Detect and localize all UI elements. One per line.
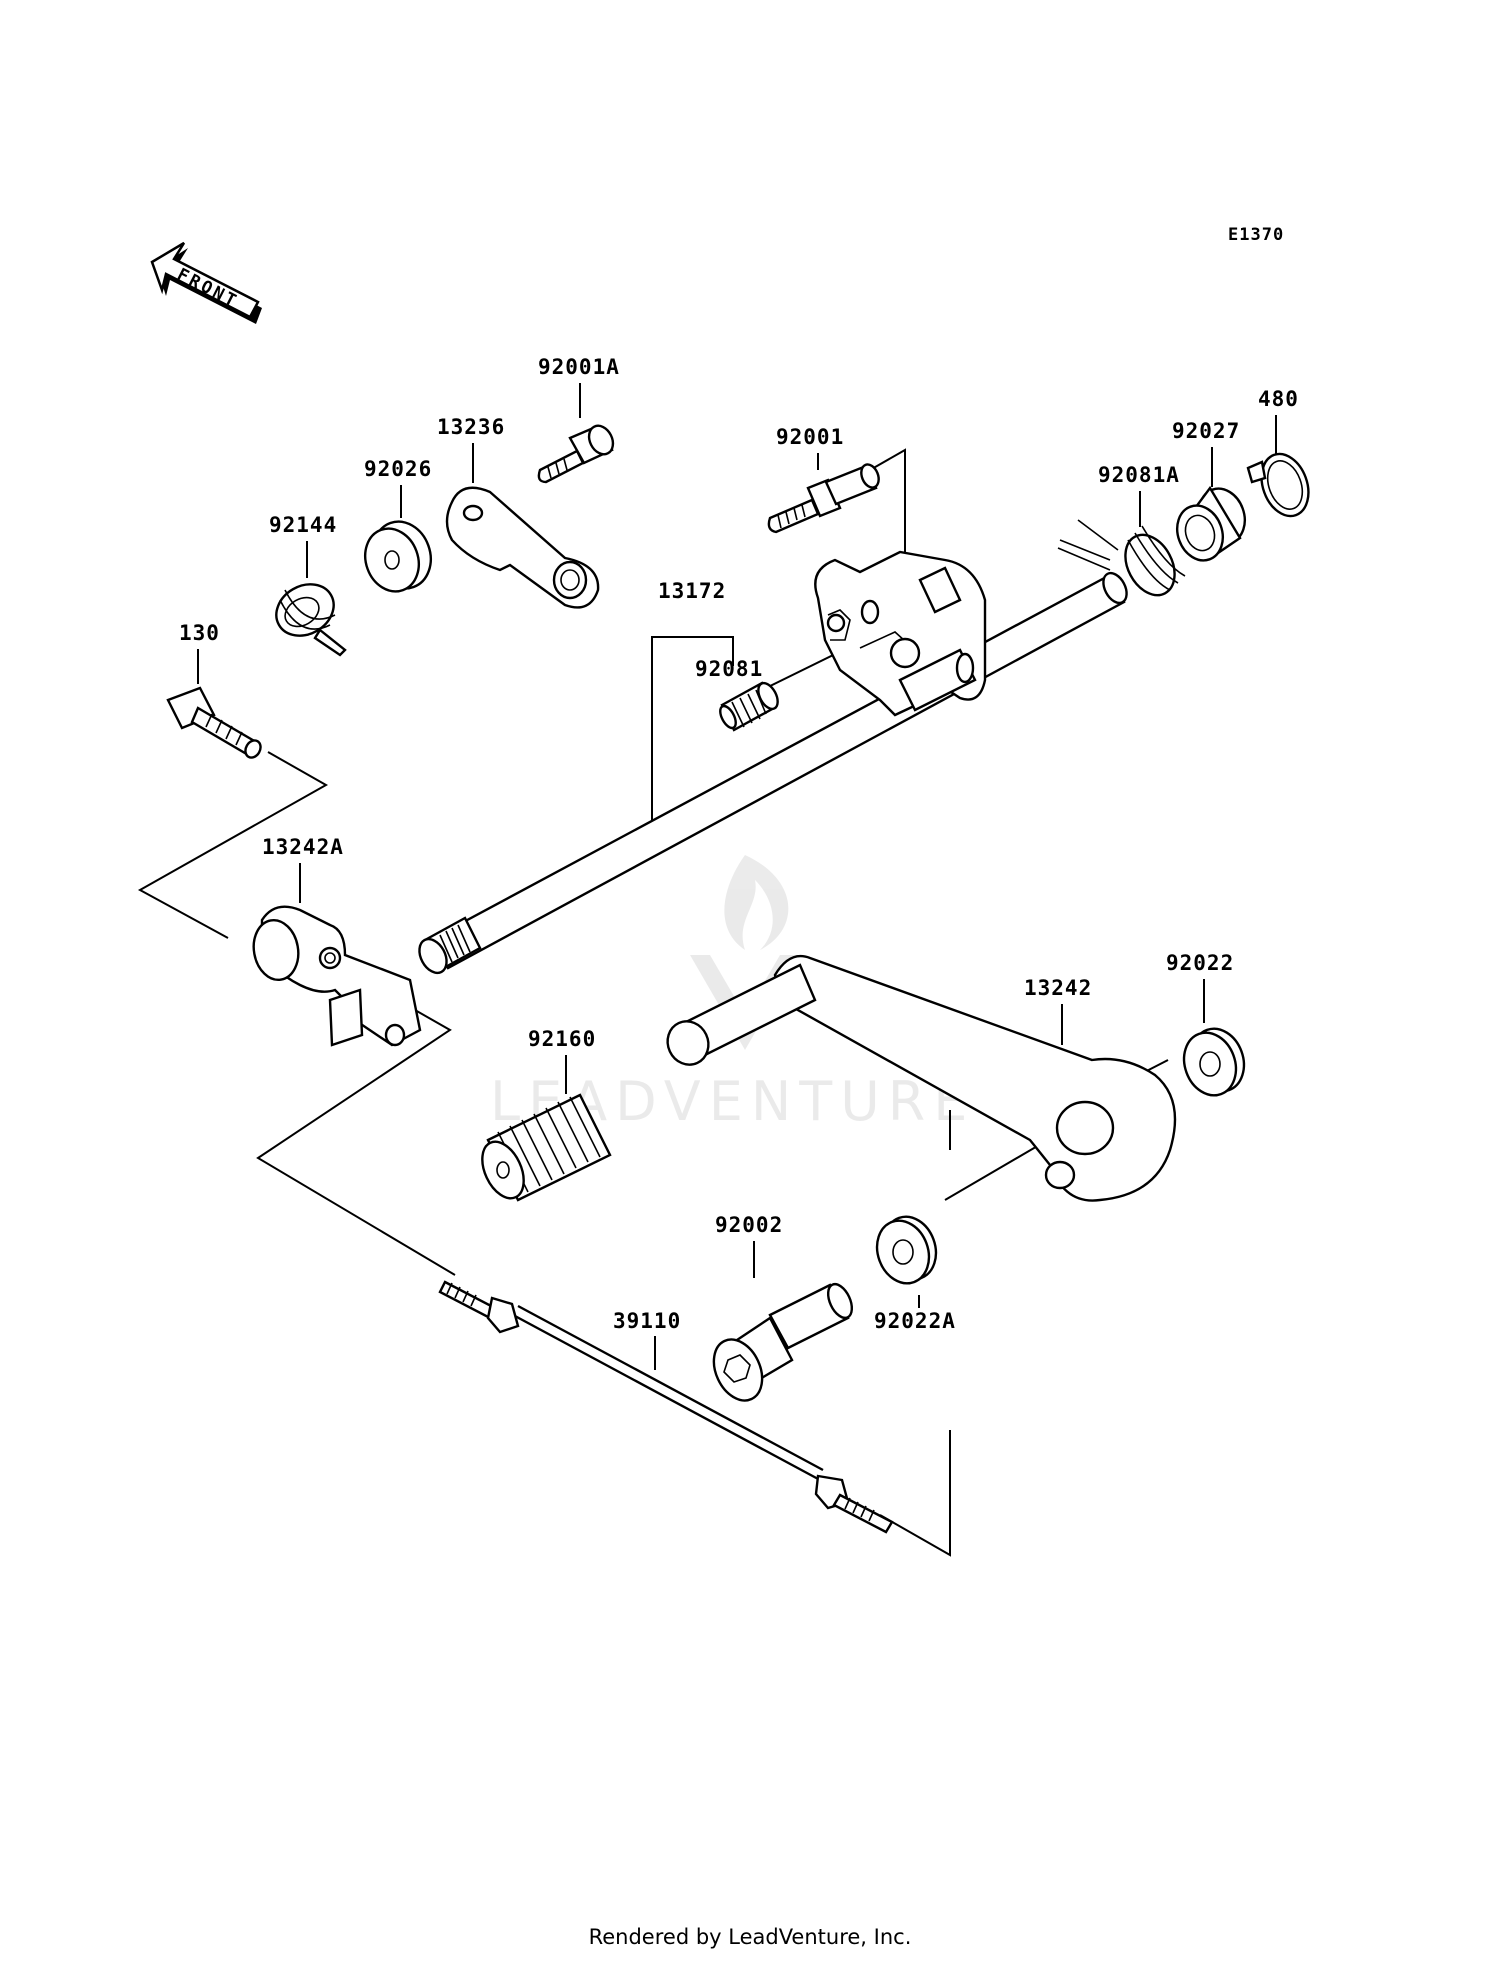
label-13242A[interactable]: 13242A [262, 835, 344, 903]
label-92026[interactable]: 92026 [364, 457, 432, 518]
svg-text:92022: 92022 [1166, 951, 1234, 975]
part-92081A[interactable] [1057, 519, 1186, 604]
part-92081[interactable] [717, 680, 782, 732]
svg-text:13242A: 13242A [262, 835, 344, 859]
label-92081[interactable]: 92081 [695, 657, 763, 681]
footer-credit: Rendered by LeadVenture, Inc. [588, 1925, 912, 1949]
front-arrow-icon: FRONT [150, 241, 262, 324]
ref-line-92001 [869, 448, 906, 553]
label-92001[interactable]: 92001 [776, 425, 844, 470]
part-480[interactable] [1246, 447, 1317, 522]
part-39110[interactable] [438, 1280, 894, 1534]
svg-text:92001: 92001 [776, 425, 844, 449]
ref-line-39110 [879, 1430, 951, 1557]
svg-text:13236: 13236 [437, 415, 505, 439]
part-13242[interactable] [661, 954, 1177, 1202]
svg-text:92144: 92144 [269, 513, 337, 537]
label-39110[interactable]: 39110 [613, 1309, 681, 1370]
svg-text:92081: 92081 [695, 657, 763, 681]
part-92144[interactable] [267, 574, 347, 657]
svg-text:13172: 13172 [658, 579, 726, 603]
label-13242[interactable]: 13242 [1024, 976, 1092, 1045]
part-92022[interactable] [1176, 1021, 1253, 1102]
svg-text:92027: 92027 [1172, 419, 1240, 443]
part-92002[interactable] [705, 1280, 857, 1408]
label-92160[interactable]: 92160 [528, 1027, 596, 1094]
front-label: FRONT [174, 265, 242, 313]
diagram-code: E1370 [1228, 225, 1284, 245]
label-480[interactable]: 480 [1258, 387, 1299, 455]
part-92160[interactable] [474, 1093, 612, 1205]
part-92026[interactable] [357, 513, 440, 598]
label-92144[interactable]: 92144 [269, 513, 337, 578]
label-130[interactable]: 130 [179, 621, 220, 684]
label-92022[interactable]: 92022 [1166, 951, 1234, 1023]
label-13236[interactable]: 13236 [437, 415, 505, 483]
svg-text:92002: 92002 [715, 1213, 783, 1237]
part-130[interactable] [166, 686, 264, 760]
svg-text:92026: 92026 [364, 457, 432, 481]
svg-text:13242: 13242 [1024, 976, 1092, 1000]
svg-text:92081A: 92081A [1098, 463, 1180, 487]
part-92001[interactable] [767, 462, 882, 534]
label-92001A[interactable]: 92001A [538, 355, 620, 418]
svg-text:130: 130 [179, 621, 220, 645]
part-13172[interactable] [414, 550, 1131, 978]
label-13172[interactable]: 13172 [651, 579, 734, 822]
label-92027[interactable]: 92027 [1172, 419, 1240, 487]
svg-text:92160: 92160 [528, 1027, 596, 1051]
svg-text:92001A: 92001A [538, 355, 620, 379]
part-92027[interactable] [1170, 482, 1252, 567]
part-92022A[interactable] [869, 1209, 945, 1290]
part-92001A[interactable] [537, 422, 618, 484]
svg-text:480: 480 [1258, 387, 1299, 411]
part-13242A[interactable] [249, 905, 422, 1047]
svg-text:92022A: 92022A [874, 1309, 956, 1333]
label-92022A[interactable]: 92022A [874, 1295, 956, 1333]
label-92081A[interactable]: 92081A [1098, 463, 1180, 527]
svg-text:39110: 39110 [613, 1309, 681, 1333]
part-13236[interactable] [445, 486, 600, 609]
ref-line-130 [137, 751, 329, 939]
label-92002[interactable]: 92002 [715, 1213, 783, 1278]
